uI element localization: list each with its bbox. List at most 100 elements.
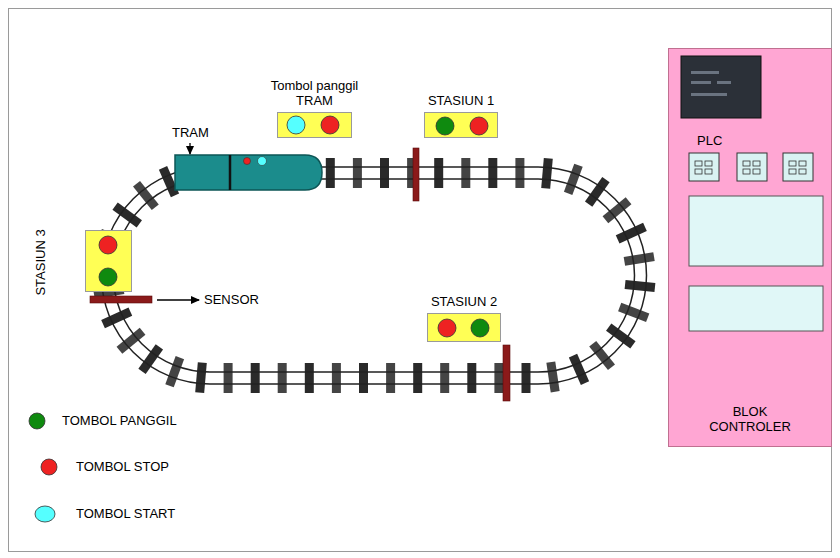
track-sleeper	[467, 363, 476, 393]
track-sleeper	[461, 158, 470, 188]
call-button-panel: Tombol panggil TRAM	[277, 112, 352, 138]
track-sleeper	[625, 280, 656, 292]
track-sleeper	[305, 363, 314, 393]
legend-swatch	[25, 411, 49, 431]
outer-rail	[101, 167, 646, 384]
station-label: STASIUN 1	[416, 93, 506, 108]
push-button	[99, 268, 117, 286]
leader-arrow	[189, 143, 190, 154]
track-sleeper	[138, 344, 163, 374]
plc-detail	[717, 81, 731, 84]
plc-detail	[691, 71, 719, 74]
relay-contact	[695, 169, 702, 174]
relay-contact	[753, 169, 760, 174]
relay-contact	[789, 161, 796, 166]
plc-detail	[691, 93, 727, 96]
track-sleeper	[494, 363, 503, 393]
track-sleeper	[522, 363, 531, 393]
relay-contact	[799, 169, 806, 174]
track-sleeper	[488, 158, 497, 188]
track-sleeper	[564, 164, 583, 195]
tram-body	[175, 155, 322, 190]
relay-contact	[743, 161, 750, 166]
relay-contact	[705, 161, 712, 166]
legend-text: TOMBOL PANGGIL	[62, 413, 177, 428]
panel-graphic	[86, 231, 133, 293]
track-sleeper	[332, 363, 341, 393]
track-sleeper	[251, 363, 260, 393]
module-block	[689, 196, 823, 266]
leader-arrow	[157, 299, 199, 300]
legend-text: TOMBOL STOP	[76, 459, 169, 474]
plc-image	[681, 56, 761, 118]
legend-swatch	[33, 504, 57, 524]
page-frame	[9, 9, 832, 552]
track-sleeper	[440, 363, 449, 393]
panel-graphic	[425, 113, 499, 139]
tram-vehicle	[175, 155, 322, 190]
push-button	[436, 117, 454, 135]
track-sleeper	[224, 363, 233, 393]
relay-module	[689, 153, 719, 181]
inner-rail	[114, 179, 635, 372]
push-button	[438, 319, 456, 337]
relay-module	[737, 153, 767, 181]
tram-divider	[229, 155, 232, 190]
panel-graphic	[669, 49, 833, 448]
legend-swatch	[37, 457, 61, 477]
push-button	[470, 117, 488, 135]
tram-label: TRAM	[172, 125, 209, 140]
sensor-bar	[503, 345, 510, 401]
sensor-bar	[413, 148, 419, 201]
relay-contact	[789, 169, 796, 174]
track-sleeper	[413, 363, 422, 393]
panel-graphic	[278, 113, 353, 139]
track-sleeper	[353, 158, 362, 188]
push-button	[99, 236, 117, 254]
track-sleepers	[93, 158, 656, 393]
track-sleeper	[546, 361, 559, 392]
legend-swatch-shape	[29, 413, 45, 429]
track-sleeper	[515, 158, 524, 188]
relay-module	[783, 153, 813, 181]
relay-contact	[743, 169, 750, 174]
track-sleeper	[195, 362, 207, 393]
plc-detail	[691, 81, 711, 84]
controller-block: BLOK CONTROLER	[668, 48, 832, 447]
station-label: Tombol panggil TRAM	[263, 78, 367, 108]
legend-swatch-shape	[41, 459, 57, 475]
relay-contact	[799, 161, 806, 166]
push-button	[471, 319, 489, 337]
station-label: STASIUN 3	[33, 229, 48, 295]
track-sleeper	[434, 158, 443, 188]
panel-graphic	[428, 314, 502, 343]
legend-swatch-shape	[35, 506, 55, 522]
push-button	[321, 116, 339, 134]
legend-text: TOMBOL START	[76, 506, 175, 521]
sensor-bar	[90, 296, 152, 303]
block-title: BLOK CONTROLER	[702, 404, 798, 434]
station-label: STASIUN 2	[419, 294, 509, 309]
push-button	[287, 116, 305, 134]
track-sleeper	[618, 303, 649, 322]
track-sleeper	[359, 363, 368, 393]
tram-start-button	[258, 157, 267, 166]
sensor-label: SENSOR	[204, 292, 259, 307]
station-panel: STASIUN 3	[85, 230, 132, 292]
relay-contact	[695, 161, 702, 166]
track-sleeper	[624, 252, 655, 266]
relay-contact	[705, 169, 712, 174]
track-sleeper	[585, 177, 610, 207]
track-sleeper	[326, 158, 335, 188]
track-sleeper	[278, 363, 287, 393]
plc-label: PLC	[697, 133, 722, 148]
tram-stop-button	[244, 158, 251, 165]
track-sleeper	[541, 158, 553, 189]
track-sleeper	[380, 158, 389, 188]
track-sleeper	[386, 363, 395, 393]
station-panel: STASIUN 1	[424, 112, 498, 138]
relay-contact	[753, 161, 760, 166]
module-block	[689, 286, 823, 331]
track-sleeper	[165, 356, 184, 387]
